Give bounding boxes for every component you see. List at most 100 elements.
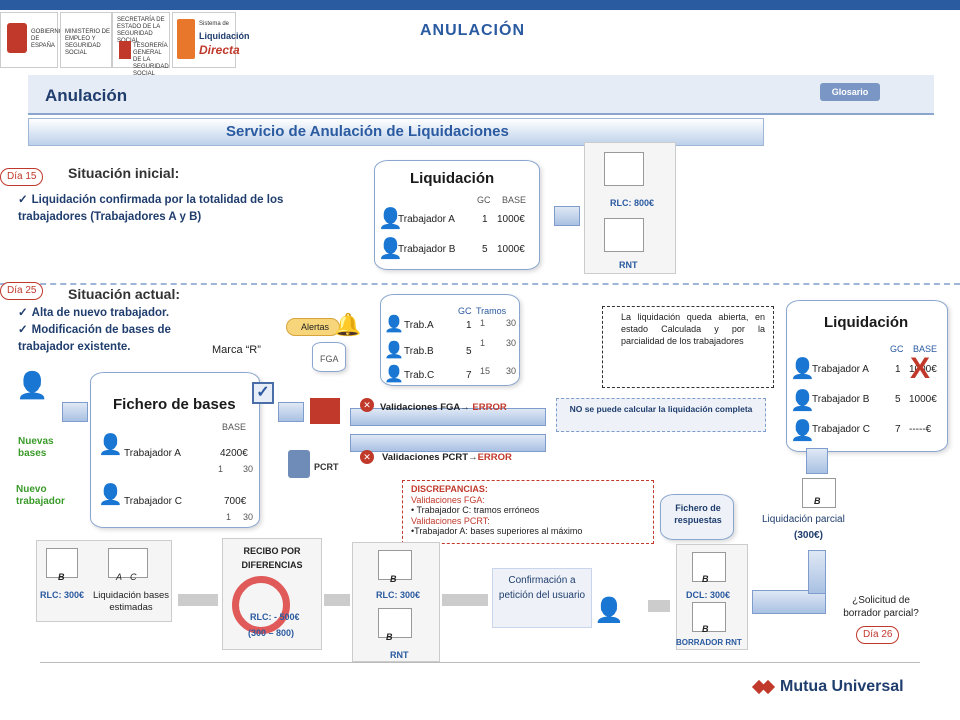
recibo-title: RECIBO POR DIFERENCIAS <box>241 546 303 570</box>
col-base: BASE <box>502 195 527 205</box>
doc-letter: B <box>386 632 393 642</box>
x-mark: X <box>910 352 931 385</box>
row-gc: 7 <box>466 370 472 381</box>
liq-parcial-amount: (300€) <box>794 530 823 541</box>
arrow-right-icon <box>278 402 304 422</box>
nuevo-trabajador-label: Nuevo trabajador <box>16 484 65 507</box>
check-icon: ✓ <box>18 307 28 319</box>
row-name: Trabajador A <box>124 448 181 459</box>
tramo-end: 30 <box>506 366 517 376</box>
dia-15-badge: Día 15 <box>0 168 44 186</box>
row-name: Trabajador C <box>124 496 182 507</box>
col-gc: GC <box>890 344 904 354</box>
row-gc: 1 <box>466 320 472 331</box>
val-pcrt-error: ERROR <box>477 452 512 463</box>
arrow-left-icon <box>178 594 218 606</box>
no-calc-arrow: NO se puede calcular la liquidación comp… <box>556 398 766 432</box>
row-name: Trabajador C <box>812 424 870 435</box>
fga-label: FGA <box>320 354 339 364</box>
item-text: Trabajador C: tramos erróneos <box>416 505 540 515</box>
arrow-left-icon <box>442 594 488 606</box>
doc-letter: A <box>116 572 123 582</box>
borrador-rnt-label: BORRADOR RNT <box>676 638 742 647</box>
person-icon: 👤 <box>384 316 404 333</box>
liquidacion-mark-icon <box>310 398 340 424</box>
check-icon: ✓ <box>18 194 28 206</box>
page-title: ANULACIÓN <box>420 22 525 39</box>
person-icon: 👤 <box>98 434 123 456</box>
user-icon: 👤 <box>594 597 624 624</box>
error-icon: ✕ <box>360 450 374 464</box>
row-name: Trabajador B <box>812 394 870 405</box>
tramo-start: 1 <box>218 464 224 474</box>
person-icon: 👤 <box>378 208 403 230</box>
validaciones-pcrt-label: Validaciones PCRT→ERROR <box>382 452 512 463</box>
col-base: BASE <box>913 344 938 354</box>
check-icon: ✓ <box>18 324 28 336</box>
person-icon: 👤 <box>384 366 404 383</box>
dcl-label: DCL: 300€ <box>686 590 731 600</box>
doc-letter: B <box>390 574 397 584</box>
rnt-label: RNT <box>619 260 638 270</box>
divider <box>0 283 960 285</box>
glosario-button[interactable]: Glosario <box>820 83 880 101</box>
liquidacion-cylinder-current <box>786 300 948 452</box>
arrow-left-icon <box>324 594 350 606</box>
dia-25-badge: Día 25 <box>0 282 44 300</box>
person-icon: 👤 <box>384 342 404 359</box>
initial-bullet-text: Liquidación confirmada por la totalidad … <box>18 194 284 223</box>
document-icon <box>802 478 836 508</box>
document-icon <box>604 152 644 186</box>
tramo-end: 30 <box>506 318 517 328</box>
cylinder-title: Liquidación <box>410 170 495 187</box>
current-heading: Situación actual: <box>68 286 181 302</box>
left-liq-label: Liquidación bases estimadas <box>92 590 170 613</box>
confirmacion-button[interactable]: Confirmación a petición del usuario <box>492 568 592 628</box>
arrow-left-icon <box>752 590 826 614</box>
logo-gobierno: GOBIERNO DE ESPAÑA <box>0 12 63 68</box>
logo-text: Directa <box>199 43 240 57</box>
document-icon <box>378 550 412 580</box>
calculator-icon <box>288 450 310 478</box>
banner <box>28 118 764 146</box>
person-icon: 👤 <box>98 484 123 506</box>
person-icon: 👤 <box>790 358 815 380</box>
note-text: La liquidación queda abierta, en estado … <box>621 312 765 346</box>
tramo-end: 30 <box>243 512 254 522</box>
col-gc: GC <box>477 195 491 205</box>
arrow-icon: → <box>468 452 478 463</box>
arrow-right-icon <box>554 206 580 226</box>
liquidacion-mark-icon <box>177 19 195 59</box>
discrepancias-pcrt-heading: Validaciones PCRT: <box>411 515 490 526</box>
footer-divider <box>40 662 920 663</box>
person-icon: 👤 <box>790 390 815 412</box>
row-base: 4200€ <box>220 448 248 459</box>
validation-pcrt-arrow <box>350 434 546 452</box>
bell-icon: 🔔 <box>334 312 362 337</box>
arrow-right-icon <box>62 402 88 422</box>
current-bullets: ✓Alta de nuevo trabajador. ✓Modificación… <box>18 305 218 356</box>
document-icon <box>692 602 726 632</box>
document-icon <box>46 548 78 578</box>
rlc-label: RLC: 800€ <box>610 198 655 208</box>
logo-tgss: SECRETARÍA DE ESTADO DE LA SEGURIDAD SOC… <box>112 12 170 77</box>
tramo-start: 1 <box>480 338 486 348</box>
row-gc: 5 <box>466 346 472 357</box>
row-name: Trabajador A <box>398 214 455 225</box>
discrepancias-fga-item: • Trabajador C: tramos erróneos <box>411 505 540 515</box>
liq-parcial-label: Liquidación parcial <box>762 514 845 525</box>
mid-rnt-label: RNT <box>390 650 409 660</box>
row-base: 1000€ <box>497 244 525 255</box>
fichero-respuestas-label: Fichero de respuestas <box>674 503 722 525</box>
arrow-down-icon <box>806 448 828 474</box>
cylinder-title: Liquidación <box>824 314 909 331</box>
row-gc: 1 <box>895 364 901 375</box>
section-title: Anulación <box>45 86 128 105</box>
discrepancias-pcrt-item: •Trabajador A: bases superiores al máxim… <box>411 526 583 536</box>
row-name: Trab.A <box>404 320 434 331</box>
logo-liquidacion-directa: Sistema de Liquidación Directa <box>172 12 250 68</box>
document-icon <box>692 552 726 582</box>
validation-fga-arrow <box>350 408 546 426</box>
person-icon: 👤 <box>378 238 403 260</box>
tgss-mark-icon <box>119 41 131 59</box>
